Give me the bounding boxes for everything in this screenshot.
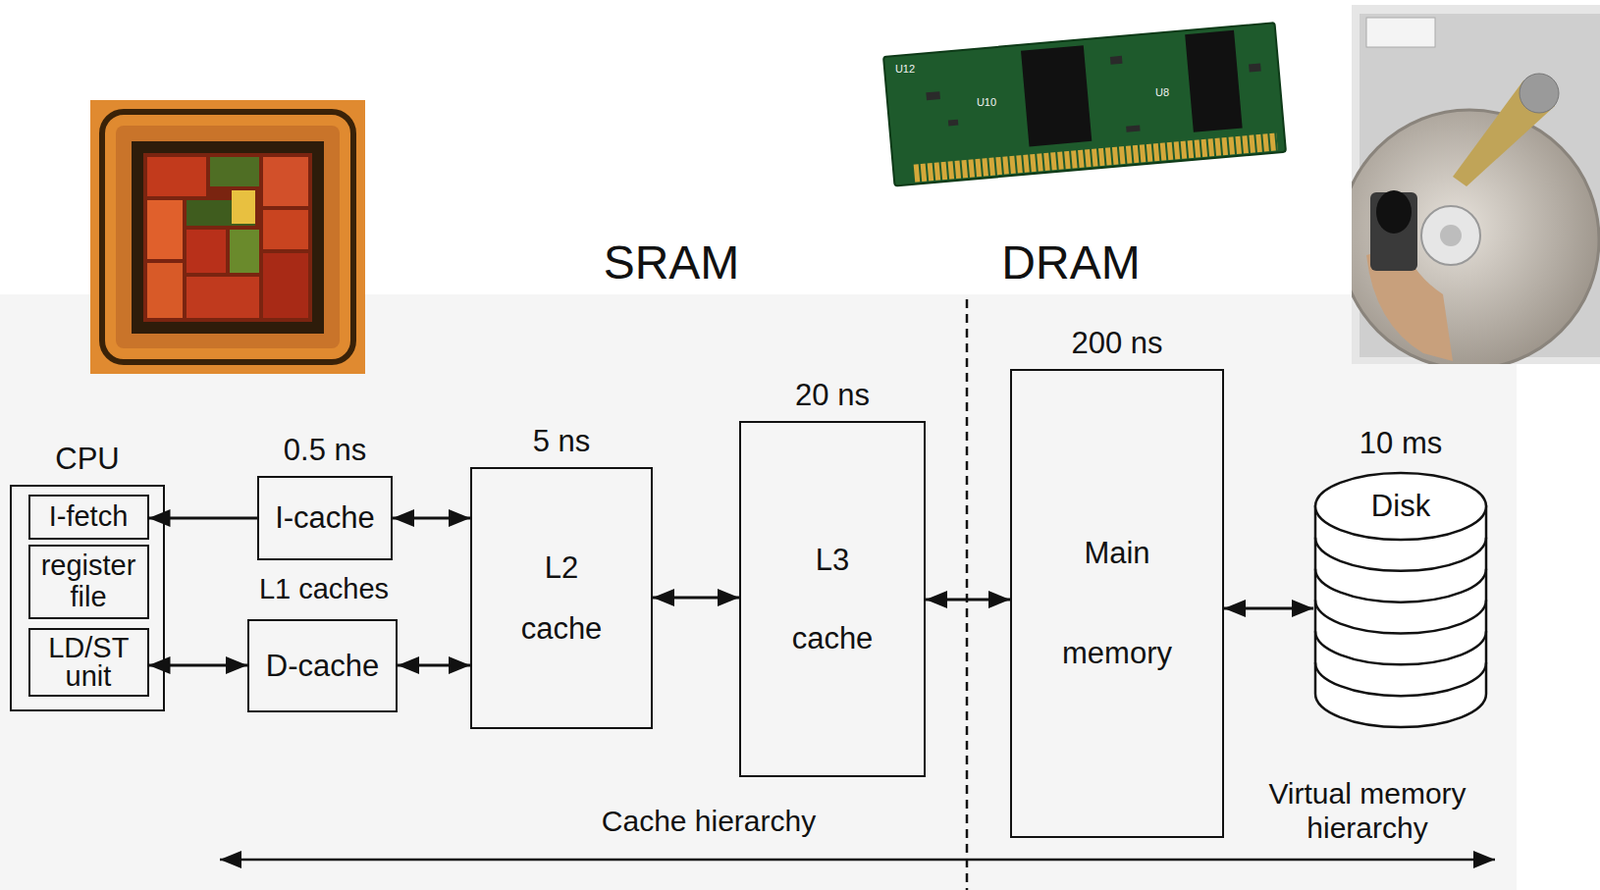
box-label: Disk (1371, 488, 1431, 525)
arm-pivot (1519, 73, 1559, 113)
package-ring (102, 111, 354, 363)
platter-ring (1315, 600, 1487, 635)
latency-label: 200 ns (1070, 325, 1163, 362)
cylinder-top (1315, 473, 1487, 540)
box-label: L2 cache (521, 537, 603, 660)
chip-marking: U12 (895, 62, 915, 76)
span-label: Cache hierarchy (601, 804, 816, 840)
smd-part (948, 119, 959, 127)
bus-arrow (397, 664, 471, 668)
memory-box: 200 nsMain memory (1010, 369, 1225, 839)
hierarchy-span-arrow (219, 858, 1495, 862)
cache-box: 0.5 nsI-cache (257, 476, 393, 561)
cache-box: 20 nsL3 cache (739, 421, 926, 778)
smd-part (1248, 63, 1262, 73)
chip-marking: U10 (976, 96, 997, 109)
cpu-die-photo (90, 100, 366, 374)
latency-label: 5 ns (533, 424, 591, 460)
span-label: Virtual memory hierarchy (1262, 777, 1474, 846)
hard-disk-photo (1351, 4, 1600, 365)
die-frame (131, 141, 324, 334)
smd-part (1125, 125, 1140, 133)
bus-arrow (149, 517, 259, 521)
platter-ring (1315, 662, 1487, 696)
unit-box: LD/ST unit (28, 628, 150, 697)
die-block (210, 157, 260, 187)
sram-dram-divider (965, 299, 969, 890)
die-block (263, 253, 309, 319)
unit-box: register file (28, 544, 150, 620)
dram-module-photo (883, 22, 1286, 186)
die (143, 153, 313, 322)
chip-marking: U8 (1155, 86, 1170, 100)
bus-arrow (1224, 607, 1314, 611)
edge-contacts (912, 132, 1279, 182)
chip-package (90, 100, 366, 374)
box-label: L3 cache (792, 521, 874, 677)
die-block (147, 263, 183, 319)
disk-cylinder: 10 msDisk (1313, 471, 1489, 730)
platter-ring (1315, 569, 1487, 603)
latency-label: CPU (54, 441, 119, 478)
box-label: D-cache (266, 648, 379, 685)
package-inner (115, 125, 340, 349)
circuit-board (883, 22, 1286, 186)
die-block (263, 157, 309, 207)
technology-label: SRAM (603, 235, 741, 290)
group-label: L1 caches (259, 573, 389, 606)
die-block (186, 229, 226, 273)
disk-connector (1366, 17, 1436, 48)
page-band (0, 294, 1517, 890)
cache-box: D-cache (247, 619, 398, 713)
reflection-lens (1376, 190, 1412, 234)
box-label: I-fetch (49, 500, 129, 534)
spindle-hub (1440, 224, 1462, 247)
box-label: I-cache (274, 500, 375, 536)
memory-chip (1184, 30, 1243, 133)
bus-arrow (392, 517, 471, 521)
die-block (229, 229, 260, 273)
technology-label: DRAM (1001, 235, 1140, 290)
cpu-box: I-fetchregister fileLD/ST unitCPU (9, 484, 165, 712)
unit-box: I-fetch (28, 494, 150, 540)
die-block (263, 210, 309, 250)
cache-box: 5 nsL2 cache (470, 467, 653, 730)
memory-chip (1020, 45, 1092, 147)
smd-part (1110, 55, 1123, 65)
smd-part (925, 91, 941, 101)
box-label: LD/ST unit (48, 634, 129, 692)
bus-arrow (925, 598, 1011, 602)
disk-spindle (1421, 206, 1481, 266)
latency-label: 10 ms (1359, 426, 1442, 462)
die-block (147, 157, 207, 197)
box-label: Main memory (1062, 503, 1173, 705)
die-block (231, 190, 256, 224)
box-label: register file (41, 550, 137, 614)
die-block (147, 200, 183, 260)
bus-arrow (652, 596, 740, 600)
latency-label: 20 ns (795, 377, 870, 414)
platter-ring (1315, 631, 1487, 665)
latency-label: 0.5 ns (283, 432, 367, 469)
platter-ring (1315, 537, 1487, 572)
die-block (186, 276, 260, 319)
